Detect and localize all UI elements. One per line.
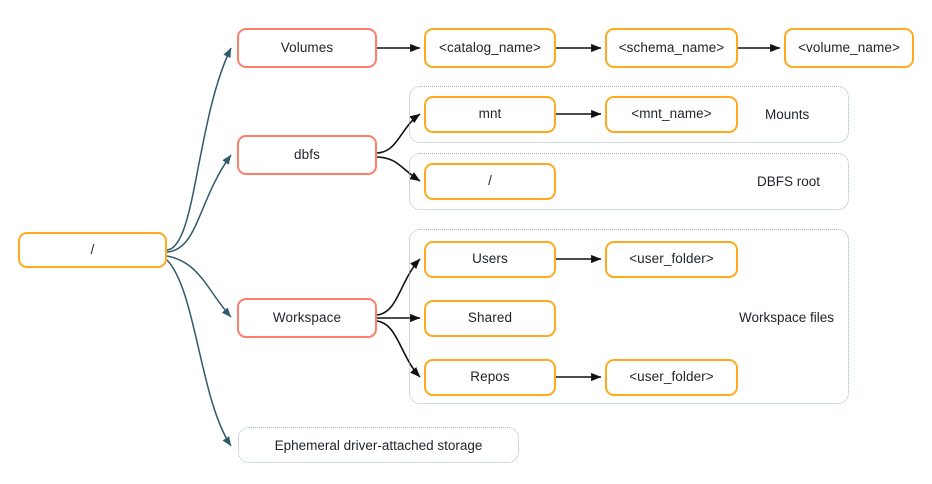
group-workspace-files (409, 229, 849, 404)
node-dbfs-label: dbfs (294, 146, 320, 162)
edge-root-to-workspace (166, 255, 232, 318)
node-ephemeral-storage-label: Ephemeral driver-attached storage (274, 437, 483, 453)
group-label-mounts: Mounts (765, 107, 810, 122)
group-label-dbfs-root: DBFS root (757, 174, 821, 189)
node-users[interactable]: Users (424, 241, 556, 278)
node-volumes[interactable]: Volumes (237, 28, 377, 68)
node-root-label: / (90, 241, 95, 257)
edge-root-to-ephemeral (166, 259, 232, 447)
edge-root-to-dbfs (166, 154, 232, 253)
node-dbfs-root-slash-label: / (488, 173, 492, 189)
node-workspace[interactable]: Workspace (237, 298, 377, 338)
node-mnt[interactable]: mnt (424, 96, 556, 133)
node-mnt-name[interactable]: <mnt_name> (605, 96, 738, 133)
node-shared[interactable]: Shared (424, 300, 556, 337)
node-dbfs-root-slash[interactable]: / (424, 163, 556, 200)
node-mnt-name-label: <mnt_name> (631, 106, 712, 122)
node-volumes-label: Volumes (280, 39, 334, 55)
node-users-label: Users (472, 251, 508, 267)
node-mnt-label: mnt (478, 106, 502, 122)
node-volume-name[interactable]: <volume_name> (784, 28, 914, 68)
node-shared-label: Shared (467, 310, 513, 326)
node-catalog-name[interactable]: <catalog_name> (424, 28, 556, 68)
node-schema-name[interactable]: <schema_name> (605, 28, 738, 68)
node-dbfs[interactable]: dbfs (237, 135, 377, 175)
node-catalog-name-label: <catalog_name> (439, 39, 541, 55)
group-label-workspace-files: Workspace files (739, 310, 835, 325)
node-schema-name-label: <schema_name> (618, 39, 725, 55)
edge-root-to-volumes (166, 47, 232, 251)
node-repos-user-folder-label: <user_folder> (629, 369, 714, 385)
node-repos-user-folder[interactable]: <user_folder> (605, 359, 738, 396)
node-repos-label: Repos (470, 369, 510, 385)
node-ephemeral-storage[interactable]: Ephemeral driver-attached storage (238, 427, 519, 463)
node-root[interactable]: / (18, 232, 167, 268)
node-volume-name-label: <volume_name> (798, 39, 900, 55)
node-users-user-folder-label: <user_folder> (629, 251, 714, 267)
node-users-user-folder[interactable]: <user_folder> (605, 241, 738, 278)
node-workspace-label: Workspace (272, 309, 342, 325)
node-repos[interactable]: Repos (424, 359, 556, 396)
